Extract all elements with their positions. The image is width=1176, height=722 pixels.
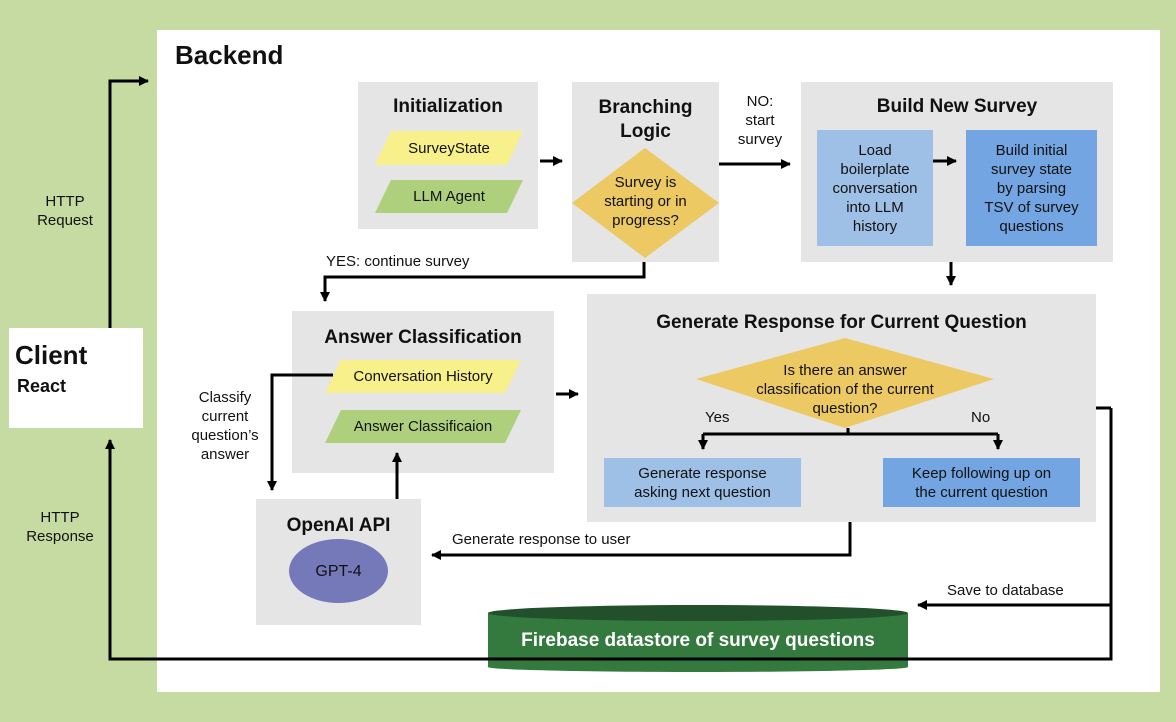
no-start-survey-label: NO: start survey: [737, 93, 783, 148]
firebase-label: Firebase datastore of survey questions: [521, 629, 875, 651]
yes-branch-label: Yes: [705, 409, 730, 426]
yes-continue-label: YES: continue survey: [326, 253, 470, 270]
answer-classification-title: Answer Classification: [324, 327, 522, 348]
classify-answer-label: Classify current question’s answer: [191, 389, 259, 463]
keep-following-up-action[interactable]: Keep following up on the current questio…: [883, 458, 1080, 507]
generate-to-user-label: Generate response to user: [452, 531, 631, 548]
client-title: Client: [15, 340, 88, 370]
save-to-database-label: Save to database: [947, 582, 1064, 599]
build-survey-title: Build New Survey: [876, 96, 1038, 117]
load-boilerplate-step[interactable]: Load boilerplate conversation into LLM h…: [817, 130, 933, 246]
answer-decision-diamond[interactable]: [696, 338, 994, 428]
no-branch-label: No: [971, 409, 991, 426]
generate-response-title: Generate Response for Current Question: [656, 312, 1027, 333]
backend-title: Backend: [175, 40, 284, 70]
http-response-label: HTTP Response: [26, 509, 94, 545]
client-subtitle: React: [17, 376, 67, 396]
gpt4-label: GPT-4: [315, 562, 362, 580]
build-initial-state-step[interactable]: Build initial survey state by parsing TS…: [966, 130, 1097, 246]
conversation-history-shape[interactable]: [325, 360, 521, 393]
generate-next-question-action[interactable]: Generate response asking next question: [604, 458, 801, 507]
branching-decision-diamond[interactable]: [572, 148, 719, 258]
answer-classificaion-label: Answer Classificaion: [353, 418, 493, 435]
branching-title: Branching Logic: [598, 97, 693, 142]
http-request-label: HTTP Request: [37, 193, 93, 229]
surveystate-shape[interactable]: [375, 131, 523, 165]
client-box[interactable]: Client React: [9, 328, 143, 428]
conversation-history-label: Conversation History: [353, 368, 493, 385]
llm-agent-shape[interactable]: [375, 180, 523, 213]
llm-agent-label: LLM Agent: [413, 188, 485, 205]
branching-decision-text: Survey is starting or in progress?: [604, 173, 687, 229]
answer-decision-text: Is there an answer classification of the…: [756, 361, 934, 417]
http-request-arrow: [108, 76, 149, 328]
openai-title: OpenAI API: [286, 515, 391, 536]
surveystate-label: SurveyState: [408, 139, 490, 157]
initialization-title: Initialization: [393, 96, 503, 117]
